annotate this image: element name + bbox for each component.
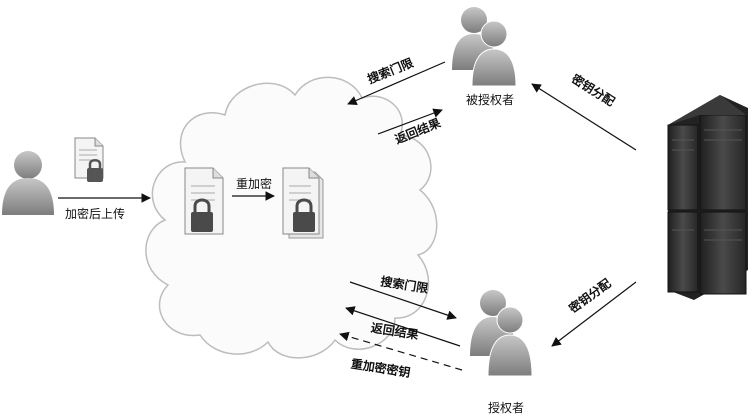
server-rack-icon: [667, 95, 748, 300]
bottom-return-arrow: [345, 306, 461, 347]
label-re-encrypt: 重加密: [236, 176, 272, 191]
user-group-icon: [470, 290, 533, 377]
label-re-encrypt-key: 重加密密钥: [350, 356, 412, 380]
top-return-arrow: [377, 108, 443, 135]
user-group-icon: [452, 7, 517, 87]
label-top-search: 搜索门限: [365, 55, 415, 87]
document-lock-icon: [282, 167, 324, 239]
key-dist-top-arrow: [531, 83, 637, 151]
label-key-dist-top: 密钥分配: [569, 71, 618, 109]
label-encrypt-upload: 加密后上传: [65, 206, 125, 221]
key-dist-bottom-arrow: [551, 281, 637, 347]
label-bottom-search: 搜索门限: [380, 273, 430, 295]
label-bottom-return: 返回结果: [370, 320, 420, 342]
document-lock-icon: [74, 137, 104, 182]
label-authorizer-bottom: 授权者: [488, 400, 524, 415]
top-search-arrow: [347, 61, 446, 105]
user-icon: [2, 151, 54, 215]
re-encrypt-key-arrow: [339, 331, 463, 371]
document-lock-icon: [184, 167, 224, 235]
label-authorized-top: 被授权者: [466, 92, 514, 107]
label-key-dist-bottom: 密钥分配: [566, 275, 614, 315]
bottom-search-arrow: [349, 281, 457, 320]
